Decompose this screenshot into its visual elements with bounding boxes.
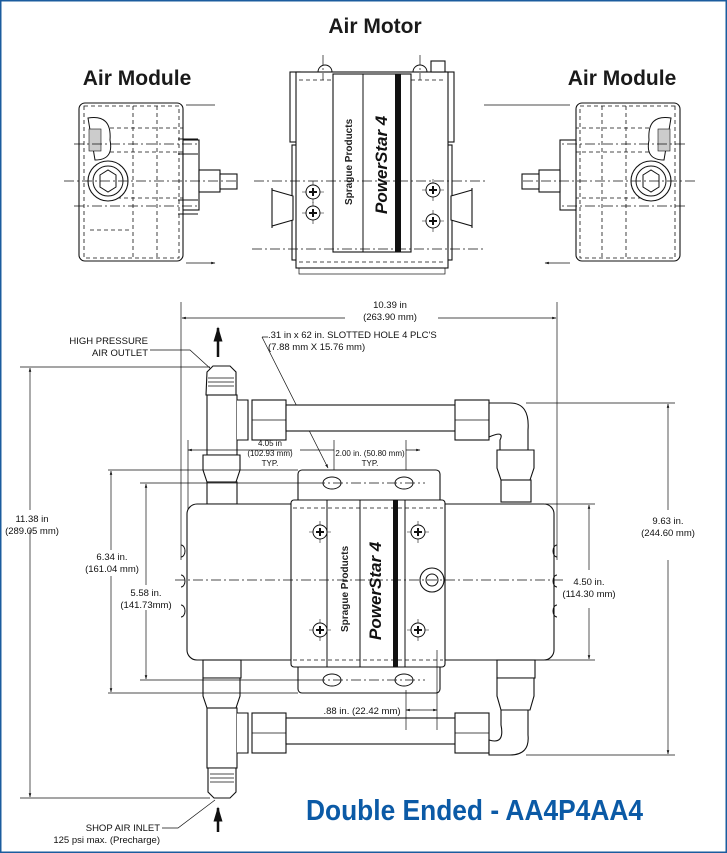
dim-slot-height-in: 5.58 in. <box>130 588 161 599</box>
inlet-label-2: 125 psi max. (Precharge) <box>53 835 160 846</box>
maker-label-bottom: Sprague Products <box>340 545 351 632</box>
dim-hole-spacing-a-note: TYP. <box>262 459 279 468</box>
flow-arrows-right <box>484 104 570 263</box>
slotted-hole-mm: (7.88 mm X 15.76 mm) <box>268 342 365 353</box>
outlet-label-2: AIR OUTLET <box>92 348 148 359</box>
assembly-top-view: 10.39 in (263.90 mm) .31 in x 62 in. SLO… <box>5 300 695 846</box>
dim-plate-height-mm: (161.04 mm) <box>85 564 139 575</box>
drawing-title: Double Ended - AA4P4AA4 <box>306 795 643 827</box>
dim-hole-spacing-b-note: TYP. <box>362 459 379 468</box>
dim-hole-spacing-a-in: 4.05 in <box>258 439 282 448</box>
air-module-left-view <box>64 102 238 263</box>
dim-overall-width-mm: (263.90 mm) <box>363 312 417 323</box>
model-label-bottom: PowerStar 4 <box>366 541 385 640</box>
dim-hole-spacing-a-mm: (102.93 mm) <box>247 449 293 458</box>
dim-slot-height-mm: (141.73mm) <box>120 600 171 611</box>
air-motor-view: Sprague Products PowerStar 4 <box>252 55 485 275</box>
inlet-label-1: SHOP AIR INLET <box>86 823 160 834</box>
dim-body-height-mm: (114.30 mm) <box>562 589 615 600</box>
dim-plate-height-in: 6.34 in. <box>96 552 127 563</box>
dim-overall-height-in: 11.38 in <box>15 514 48 525</box>
air-module-right-label: Air Module <box>568 67 677 90</box>
dim-overall-height-mm: (289.05 mm) <box>5 526 59 537</box>
dim-fitting-height-in: 9.63 in. <box>652 516 683 527</box>
air-motor-label: Air Motor <box>328 15 421 38</box>
slotted-hole-label: .31 in x 62 in. SLOTTED HOLE 4 PLC'S <box>268 330 437 341</box>
model-label-top: PowerStar 4 <box>372 115 391 214</box>
dim-slot-offset: .88 in. (22.42 mm) <box>323 706 400 717</box>
air-module-left-label: Air Module <box>83 67 192 90</box>
dim-overall-width-in: 10.39 in <box>373 300 407 311</box>
dim-body-height-in: 4.50 in. <box>573 577 604 588</box>
dim-fitting-height-mm: (244.60 mm) <box>641 528 695 539</box>
air-module-right-view <box>521 102 695 262</box>
dim-hole-spacing-b: 2.00 in. (50.80 mm) <box>335 449 405 458</box>
maker-label-top: Sprague Products <box>344 118 355 205</box>
outlet-label-1: HIGH PRESSURE <box>69 336 148 347</box>
